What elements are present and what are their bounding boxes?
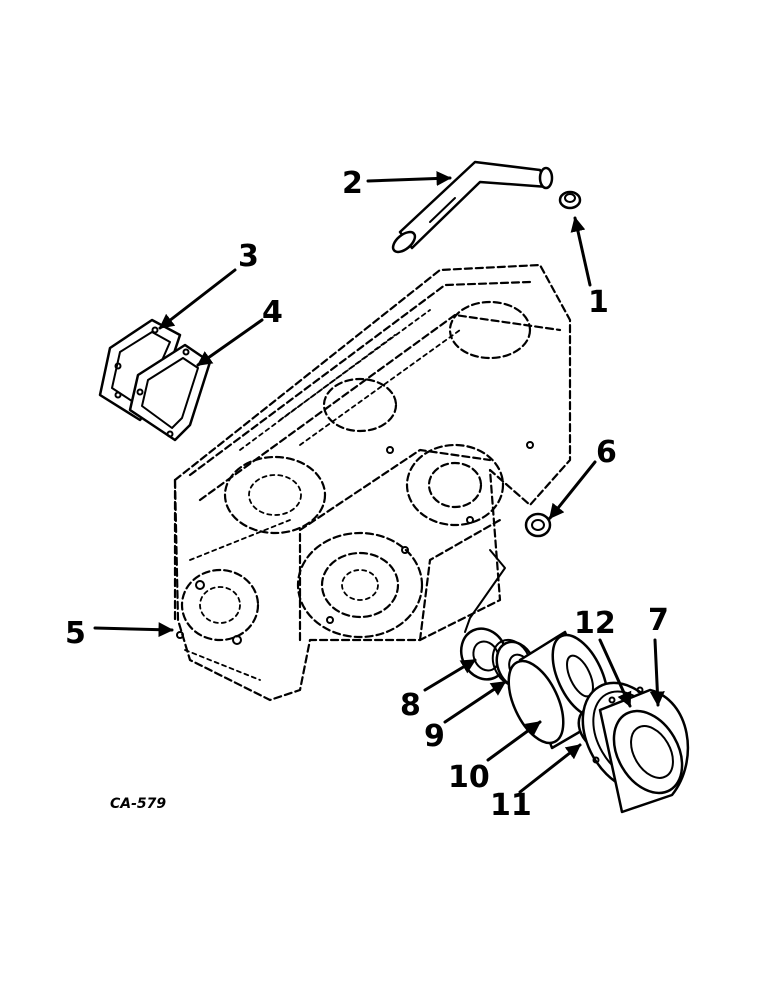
- callout-3: 3: [238, 239, 259, 274]
- callout-1: 1: [588, 285, 609, 320]
- figure-id: CA-579: [110, 796, 166, 812]
- transmission-housing: [173, 263, 572, 702]
- callout-10: 10: [448, 760, 490, 795]
- callout-7: 7: [648, 603, 669, 638]
- callout-4: 4: [262, 295, 283, 330]
- callout-11: 11: [490, 788, 532, 823]
- callout-8: 8: [400, 688, 421, 723]
- leader-arrows: [93, 170, 665, 794]
- callout-12: 12: [574, 606, 616, 641]
- end-cover: [581, 681, 690, 814]
- tube: [391, 160, 554, 254]
- plug-top: [558, 190, 582, 210]
- plug-side: [524, 512, 552, 538]
- callout-9: 9: [424, 719, 445, 754]
- cover-gasket: [128, 343, 212, 442]
- callout-2: 2: [342, 166, 363, 201]
- callout-6: 6: [596, 435, 617, 470]
- callout-5: 5: [65, 616, 86, 651]
